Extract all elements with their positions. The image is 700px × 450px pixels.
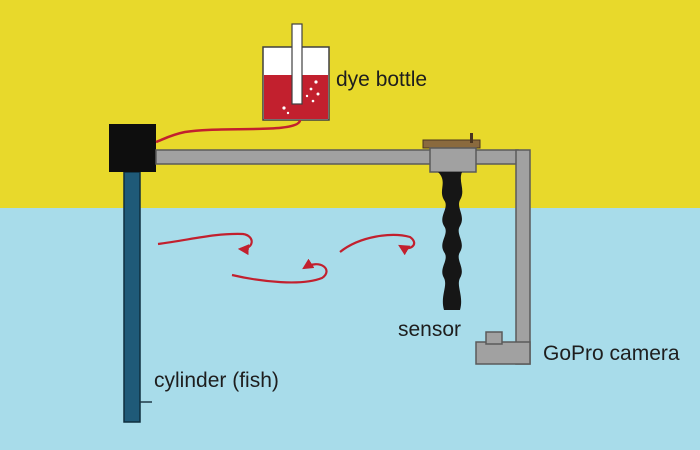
motor-block (109, 124, 156, 172)
vortex-arrow-1 (157, 232, 253, 256)
vortex-arrow-2 (231, 258, 328, 284)
cylinder-label: cylinder (fish) (154, 369, 279, 392)
water-background (0, 208, 700, 450)
dye-tube (291, 23, 303, 105)
vertical-beam (515, 149, 531, 365)
sensor-mount-screw (470, 133, 473, 143)
sensor-label: sensor (398, 318, 461, 341)
dye-supply-line (155, 119, 302, 144)
air-background (0, 0, 700, 208)
gopro-camera-label: GoPro camera (543, 342, 680, 365)
sensor-mount-block (429, 147, 477, 173)
dye-bottle-label: dye bottle (336, 68, 427, 91)
dye-bubbles (282, 80, 320, 115)
sensor (438, 172, 463, 310)
vortex-arrow-3 (339, 233, 416, 256)
gopro-camera-icon (485, 331, 503, 345)
cylinder (123, 171, 141, 423)
camera-mount-plate (475, 341, 531, 365)
